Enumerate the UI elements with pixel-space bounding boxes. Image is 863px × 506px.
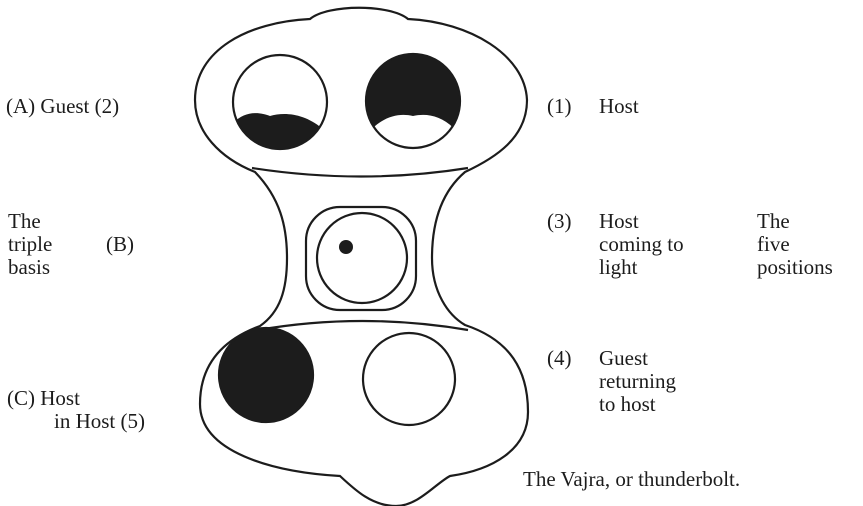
- middle-circle: [317, 213, 407, 303]
- top-band-line: [252, 168, 468, 177]
- center-dot: [339, 240, 353, 254]
- triple-basis-line-1: The: [8, 210, 41, 232]
- triple-basis-line-2: triple: [8, 233, 52, 255]
- position-3-number: (3): [547, 210, 572, 232]
- position-3-line-2: coming to: [599, 233, 684, 255]
- bottom-band-line: [258, 321, 468, 330]
- c-label-line-2: in Host (5): [54, 410, 145, 432]
- triple-basis-line-3: basis: [8, 256, 50, 278]
- position-1-number: (1): [547, 95, 572, 117]
- five-positions-line-3: positions: [757, 256, 833, 278]
- position-4-line-2: returning: [599, 370, 676, 392]
- guest-circle: [220, 55, 340, 150]
- host-circle: [355, 54, 470, 150]
- position-4-number: (4): [547, 347, 572, 369]
- position-4-line-3: to host: [599, 393, 656, 415]
- guest-label: (A) Guest (2): [6, 95, 119, 117]
- position-4-line-1: Guest: [599, 347, 648, 369]
- figure-caption: The Vajra, or thunderbolt.: [523, 468, 740, 490]
- five-positions-line-2: five: [757, 233, 790, 255]
- middle-frame: [306, 207, 416, 310]
- five-positions-line-1: The: [757, 210, 790, 232]
- c-label-line-1: (C) Host: [7, 387, 80, 409]
- guest-returning-circle: [363, 333, 455, 425]
- position-3-line-1: Host: [599, 210, 639, 232]
- position-1-text: Host: [599, 95, 639, 117]
- b-label: (B): [106, 233, 134, 255]
- position-3-line-3: light: [599, 256, 638, 278]
- host-in-host-circle: [219, 328, 313, 422]
